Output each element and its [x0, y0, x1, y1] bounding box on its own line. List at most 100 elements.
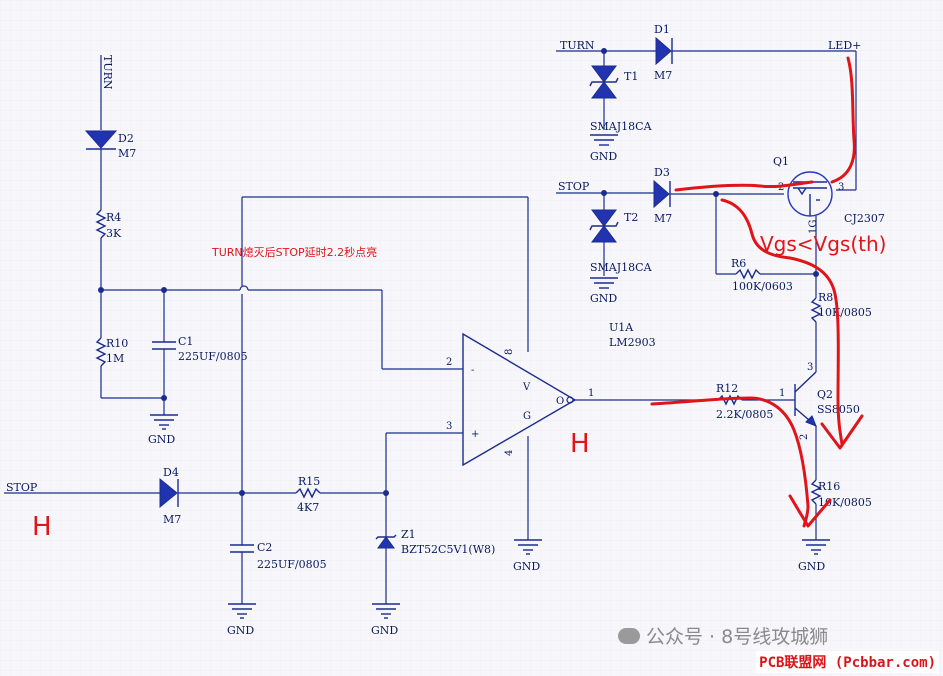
svg-text:O: O	[556, 396, 564, 407]
svg-text:2: 2	[446, 357, 452, 368]
svg-text:D3: D3	[654, 166, 670, 179]
comparator-u1a: 2 3 - + V G O 8 4 1 U1A LM2903	[446, 321, 718, 540]
resistor-r15: R15 4K7	[295, 475, 386, 514]
svg-text:LM2903: LM2903	[609, 336, 656, 349]
ground-c1: GND	[148, 414, 178, 446]
svg-text:GND: GND	[590, 150, 617, 163]
svg-text:R6: R6	[731, 257, 746, 270]
ground-c2: GND	[227, 603, 256, 637]
svg-text:R15: R15	[298, 475, 320, 488]
svg-text:T2: T2	[624, 211, 638, 224]
svg-text:D4: D4	[163, 466, 179, 479]
svg-text:T1: T1	[624, 70, 638, 83]
svg-text:225UF/0805: 225UF/0805	[257, 558, 327, 571]
svg-text:8: 8	[504, 349, 515, 355]
output-bubble	[566, 396, 574, 404]
watermark: 公众号 · 8号线攻城狮	[618, 622, 828, 649]
svg-text:U1A: U1A	[609, 321, 634, 334]
capacitor-c1: C1 225UF/0805	[152, 290, 248, 415]
ground-u1: GND	[513, 539, 542, 573]
resistor-r4: R4 3K	[95, 209, 122, 290]
resistor-r12: R12 2.2K/0805	[716, 382, 795, 421]
vgs-note: Vgs<Vgs(th)	[760, 232, 886, 256]
svg-text:225UF/0805: 225UF/0805	[178, 350, 248, 363]
svg-text:Z1: Z1	[401, 528, 416, 541]
zener-z1: Z1 BZT52C5V1(W8)	[375, 493, 495, 604]
red-annotations: Vgs<Vgs(th)	[650, 56, 886, 528]
resistor-r8: R8 10K/0805	[810, 274, 872, 372]
svg-text:GND: GND	[590, 292, 617, 305]
svg-text:1G: 1G	[808, 220, 819, 234]
diode-d4: D4 M7	[159, 466, 296, 526]
svg-text:Q1: Q1	[773, 155, 789, 168]
svg-text:M7: M7	[118, 147, 136, 160]
diode-d3: D3 M7	[653, 166, 784, 225]
delay-note: TURN熄灭后STOP延时2.2秒点亮	[211, 245, 377, 259]
svg-text:GND: GND	[513, 560, 540, 573]
ground-t1: GND	[590, 134, 618, 163]
svg-text:2: 2	[799, 434, 810, 440]
svg-text:Q2: Q2	[817, 388, 833, 401]
capacitor-c2: C2 225UF/0805	[230, 493, 327, 604]
svg-text:4: 4	[504, 450, 515, 456]
svg-text:M7: M7	[654, 69, 672, 82]
output-high-note: H	[570, 429, 590, 459]
svg-text:V: V	[522, 382, 531, 393]
led-net: LED+	[828, 39, 861, 52]
svg-text:-: -	[471, 365, 474, 376]
svg-text:10K/0805: 10K/0805	[818, 496, 872, 509]
svg-text:GND: GND	[798, 560, 825, 573]
svg-text:2: 2	[778, 182, 784, 193]
svg-text:GND: GND	[371, 624, 398, 637]
svg-text:R12: R12	[716, 382, 738, 395]
svg-text:G: G	[523, 411, 531, 422]
mosfet-q1: Q1 CJ2307 2 3 1G	[773, 155, 885, 234]
svg-text:R4: R4	[106, 211, 121, 224]
turn-net-left: TURN	[100, 55, 114, 130]
resistor-r10: R10 1M	[95, 290, 128, 398]
svg-text:R8: R8	[818, 291, 833, 304]
ground-t2: GND	[590, 277, 618, 305]
svg-text:1M: 1M	[106, 352, 124, 365]
svg-text:100K/0603: 100K/0603	[732, 280, 793, 293]
svg-text:STOP: STOP	[558, 180, 590, 193]
svg-text:10K/0805: 10K/0805	[818, 306, 872, 319]
svg-text:TURN: TURN	[560, 39, 595, 52]
svg-text:R16: R16	[818, 480, 840, 493]
svg-text:3K: 3K	[106, 227, 122, 240]
svg-text:STOP: STOP	[6, 481, 38, 494]
svg-text:D2: D2	[118, 132, 134, 145]
svg-text:M7: M7	[654, 212, 672, 225]
svg-text:CJ2307: CJ2307	[844, 212, 885, 225]
tvs-t2: T2 SMAJ18CA	[589, 193, 653, 276]
stop-high-note: H	[32, 512, 52, 542]
svg-text:3: 3	[807, 362, 813, 373]
ground-r16: GND	[798, 539, 830, 573]
svg-text:BZT52C5V1(W8): BZT52C5V1(W8)	[401, 543, 495, 556]
svg-text:C2: C2	[257, 541, 272, 554]
ground-z1: GND	[371, 603, 400, 637]
tvs-t1: T1 SMAJ18CA	[589, 51, 653, 133]
svg-text:4K7: 4K7	[297, 501, 319, 514]
resistor-r16: R16 10K/0805	[810, 479, 872, 540]
svg-text:3: 3	[838, 182, 844, 193]
diode-d1: D1 M7	[654, 23, 856, 82]
svg-text:TURN: TURN	[101, 55, 114, 90]
wechat-icon	[618, 627, 640, 644]
svg-text:2.2K/0805: 2.2K/0805	[716, 408, 773, 421]
svg-text:SMAJ18CA: SMAJ18CA	[590, 120, 653, 133]
svg-text:D1: D1	[654, 23, 670, 36]
site-watermark: PCB联盟网 (Pcbbar.com)	[756, 651, 939, 673]
svg-text:1: 1	[779, 388, 785, 399]
diode-d2: D2 M7	[84, 130, 136, 210]
svg-text:R10: R10	[106, 337, 128, 350]
svg-text:M7: M7	[163, 513, 181, 526]
svg-text:C1: C1	[178, 335, 193, 348]
resistor-r6: R6 100K/0603	[731, 257, 816, 293]
svg-text:1: 1	[588, 388, 594, 399]
svg-text:SMAJ18CA: SMAJ18CA	[590, 261, 653, 274]
stop-net-left: STOP	[4, 481, 160, 494]
svg-text:GND: GND	[227, 624, 254, 637]
